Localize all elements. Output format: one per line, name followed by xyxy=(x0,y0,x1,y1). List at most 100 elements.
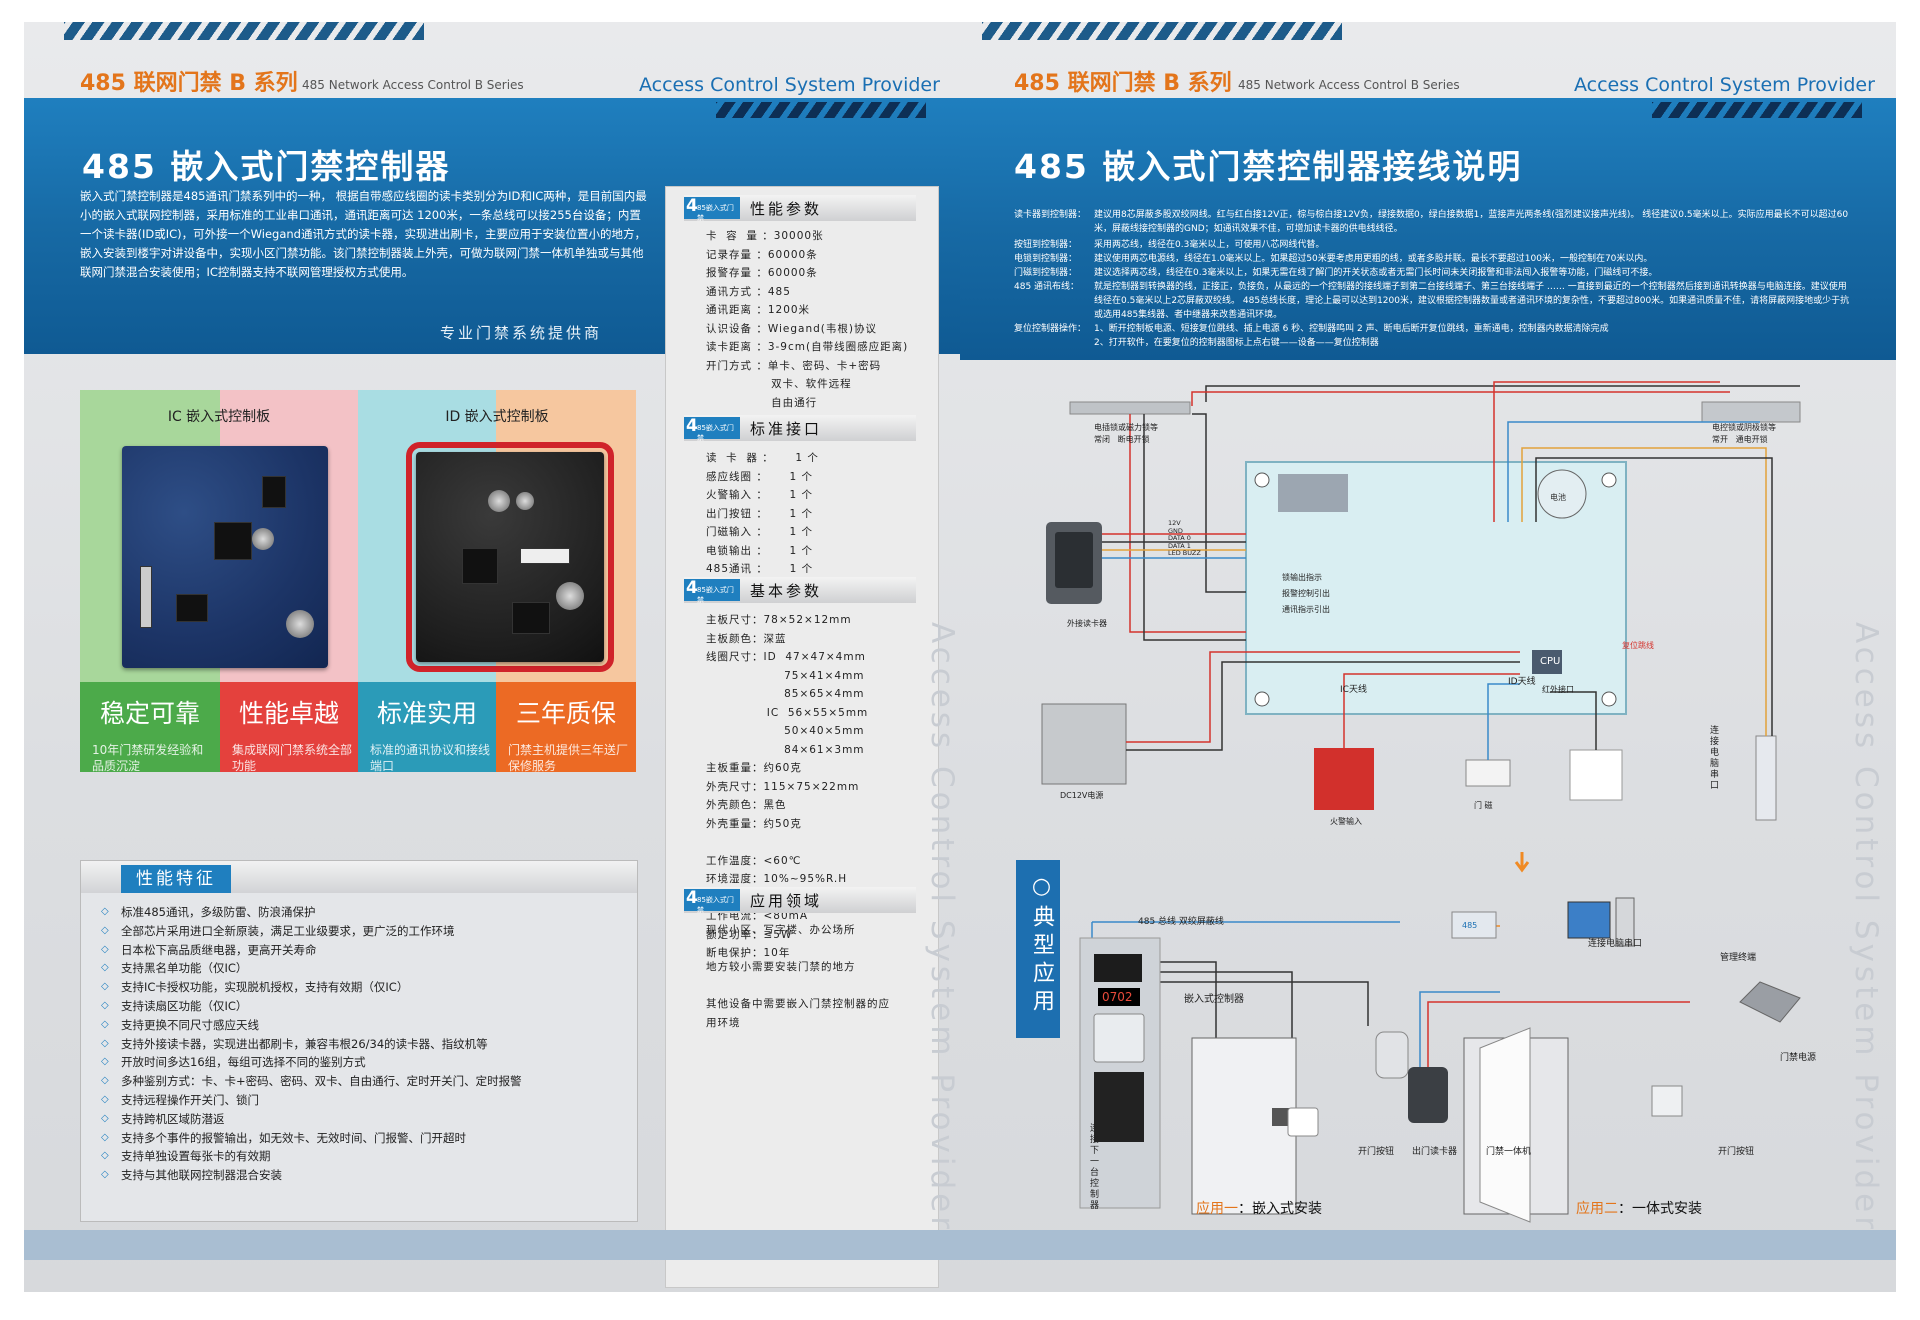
embedded-controller-label: 嵌入式控制器 xyxy=(1184,994,1244,1005)
wiring-note-key: 复位控制器操作： xyxy=(1014,324,1087,334)
performance-feature-item: 支持更换不同尺寸感应天线 xyxy=(101,1016,522,1035)
performance-feature-item: 支持读扇区功能（仅IC） xyxy=(101,997,522,1016)
svg-text:IC天线: IC天线 xyxy=(1340,683,1367,695)
svg-text:红外接口: 红外接口 xyxy=(1542,684,1574,694)
application-1-caption: 应用一：嵌入式安装 xyxy=(1196,1201,1322,1217)
performance-feature-item: 支持单独设置每张卡的有效期 xyxy=(101,1147,522,1166)
wiring-note-value: 1、断开控制板电源、短接复位跳线、插上电源 6 秒、控制器鸣叫 2 声、断电后断… xyxy=(1094,324,1609,348)
performance-features-title: 性能特征 xyxy=(121,865,231,893)
performance-features-list: 标准485通讯，多级防雷、防浪涌保护全部芯片采用进口全新原装，满足工业级要求，更… xyxy=(101,903,522,1185)
spec-section-lines: 现代小区、写字楼、办公场所 地方较小需要安装门禁的地方 其他设备中需要嵌入门禁控… xyxy=(706,924,890,1029)
to-pc-label: 连接电脑串口 xyxy=(1710,726,1720,791)
performance-feature-item: 支持多个事件的报警输出，如无效卡、无效时间、门报警、门开超时 xyxy=(101,1129,522,1148)
bottom-bar xyxy=(960,1230,1896,1260)
spec-section-lines: 卡 容 量 ：30000张 记录存量 ：60000条 报警存量 ：60000条 … xyxy=(706,230,909,427)
header-stripes xyxy=(64,22,424,40)
intro-paragraph: 嵌入式门禁控制器是485通讯门禁系列中的一种， 根据自带感应线圈的读卡类别分为I… xyxy=(80,189,647,279)
svg-text:485: 485 xyxy=(1462,921,1477,930)
performance-feature-item: 支持外接读卡器，实现进出都刷卡，兼容韦根26/34的读卡器、指纹机等 xyxy=(101,1035,522,1054)
intercom-panel-drawing xyxy=(1079,937,1161,1209)
exit-reader-label: 出门读卡器 xyxy=(1412,1147,1458,1157)
performance-feature-item: 标准485通讯，多级防雷、防浪涌保护 xyxy=(101,903,522,922)
management-terminal-label: 管理终端 xyxy=(1720,953,1757,963)
series-subtitle: 485 Network Access Control B Series xyxy=(302,78,524,92)
svg-text:CPU: CPU xyxy=(1540,656,1560,667)
svg-text:锁输出指示: 锁输出指示 xyxy=(1282,572,1322,582)
svg-text:火警输入: 火警输入 xyxy=(1330,816,1362,826)
performance-features-box: 性能特征 标准485通讯，多级防雷、防浪涌保护全部芯片采用进口全新原装，满足工业… xyxy=(80,860,638,1222)
feature-standard: 标准实用 标准的通讯协议和接线端口 xyxy=(358,682,496,773)
application-diagram: 0702 485 xyxy=(1079,852,1801,1223)
left-page: 485 联网门禁 B 系列 485 Network Access Control… xyxy=(24,22,960,1292)
connect-pc-label: 连接电脑串口 xyxy=(1588,939,1643,949)
svg-text:ID天线: ID天线 xyxy=(1508,675,1536,687)
header-stripes xyxy=(982,22,1342,40)
id-board-label: ID 嵌入式控制板 xyxy=(445,409,549,425)
spec-section-title: 基本参数 xyxy=(750,582,823,600)
performance-feature-item: 支持黑名单功能（仅IC） xyxy=(101,959,522,978)
right-page: 485 联网门禁 B 系列 485 Network Access Control… xyxy=(960,22,1896,1292)
svg-text:外接读卡器: 外接读卡器 xyxy=(1067,618,1107,628)
svg-text:通讯指示引出: 通讯指示引出 xyxy=(1282,604,1330,614)
svg-text:电池: 电池 xyxy=(1550,492,1566,502)
performance-feature-item: 支持远程操作开关门、锁门 xyxy=(101,1091,522,1110)
provider-text: Access Control System Provider xyxy=(639,74,940,96)
page-title: 485 嵌入式门禁控制器 xyxy=(82,147,451,186)
typical-application-tab: ○典型应用 xyxy=(1016,860,1060,1038)
wiring-diagram: CPU 电池 锁输出指示 报警控制引出 通讯指示引出 IC天线 ID天线 红外接… xyxy=(1041,381,1801,826)
wiring-note-key: 485 通讯布线： xyxy=(1014,282,1080,292)
wiring-note-value: 建议用8芯屏蔽多股双绞网线。红与红白接12V正，棕与棕白接12V负，绿接数据0，… xyxy=(1094,210,1849,234)
wiring-note-value: 就是控制器到转换器的线，正接正，负接负，从最远的一个控制器的接线端子到第二台接线… xyxy=(1094,282,1850,320)
svg-text:报警控制引出: 报警控制引出 xyxy=(1282,588,1330,598)
performance-feature-item: 日本松下高品质继电器，更高开关寿命 xyxy=(101,941,522,960)
svg-text:门 磁: 门 磁 xyxy=(1474,800,1493,810)
provider-text: Access Control System Provider xyxy=(1574,74,1875,96)
wiring-note-key: 电锁到控制器： xyxy=(1014,254,1078,264)
performance-feature-item: 支持与其他联网控制器混合安装 xyxy=(101,1166,522,1185)
spec-section-title: 应用领域 xyxy=(750,892,823,910)
wiring-note-key: 按钮到控制器： xyxy=(1014,240,1078,250)
spec-section-lines: 主板尺寸：78×52×12mm 主板颜色：深蓝 线圈尺寸：ID 47×47×4m… xyxy=(706,614,869,959)
boards-panel: IC 嵌入式控制板 ID 嵌入式控制板 xyxy=(80,390,636,682)
wiring-note-key: 读卡器到控制器： xyxy=(1014,210,1087,220)
svg-text:0702: 0702 xyxy=(1102,990,1133,1004)
svg-text:复位跳线: 复位跳线 xyxy=(1622,640,1654,650)
performance-feature-item: 全部芯片采用进口全新原装，满足工业级要求，更广泛的工作环境 xyxy=(101,922,522,941)
band-stripes xyxy=(716,102,926,118)
performance-feature-item: 开放时间多达16组，每组可选择不同的鉴别方式 xyxy=(101,1053,522,1072)
performance-feature-item: 多种鉴别方式：卡、卡+密码、密码、双卡、自由通行、定时开关门、定时报警 xyxy=(101,1072,522,1091)
feature-stable: 稳定可靠 10年门禁研发经验和品质沉淀 xyxy=(80,682,220,773)
next-controller-label: 连接下一台控制器 xyxy=(1090,1124,1100,1211)
id-board-image xyxy=(416,452,604,662)
lock-left-label: 电插锁或磁力锁等 常闭 断电开锁 xyxy=(1094,423,1158,444)
reader-pin-labels: 12V GND DATA 0 DATA 1 LED BUZZ xyxy=(1168,519,1201,557)
spec-section-lines: 读 卡 器 ： 1 个 感应线圈 ： 1 个 火警输入 ： 1 个 出门按钮 ：… xyxy=(706,452,819,575)
door-power-label: 门禁电源 xyxy=(1780,1053,1817,1063)
series-subtitle: 485 Network Access Control B Series xyxy=(1238,78,1460,92)
power-supply-drawing xyxy=(1041,703,1127,785)
feature-warranty: 三年质保 门禁主机提供三年送厂保修服务 xyxy=(496,682,636,773)
spec-section-title: 性能参数 xyxy=(750,200,823,218)
all-in-one-label: 门禁一体机 xyxy=(1486,1147,1532,1157)
bottom-bar xyxy=(24,1230,960,1260)
spec-section-title: 标准接口 xyxy=(750,420,823,438)
feature-performance: 性能卓越 集成联网门禁系统全部功能 xyxy=(220,682,358,773)
fire-alarm-drawing xyxy=(1314,748,1374,810)
slogan: 专业门禁系统提供商 xyxy=(440,324,603,342)
performance-feature-item: 支持跨机区域防潜返 xyxy=(101,1110,522,1129)
page-title: 485 嵌入式门禁控制器接线说明 xyxy=(1014,147,1523,186)
header-band xyxy=(960,98,1896,360)
open-button-label: 开门按钮 xyxy=(1358,1147,1395,1157)
open-button-2-label: 开门按钮 xyxy=(1718,1147,1755,1157)
application-2-caption: 应用二：一体式安装 xyxy=(1576,1201,1702,1217)
wiring-note-key: 门磁到控制器： xyxy=(1014,268,1078,278)
wiring-note-value: 采用两芯线，线径在0.3毫米以上，可使用八芯网线代替。 xyxy=(1094,240,1325,250)
